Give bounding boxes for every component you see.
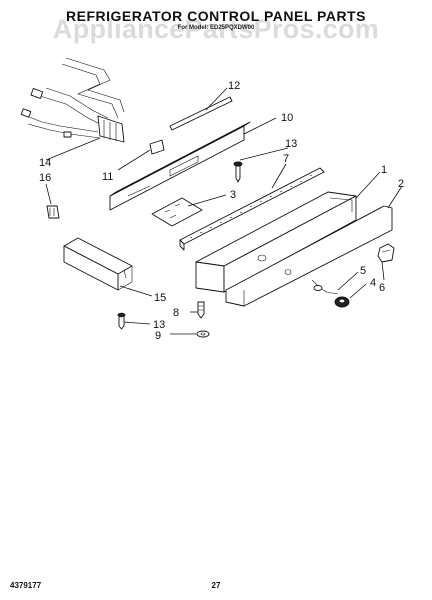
callout-15: 15 <box>154 292 166 304</box>
mounting-bracket-part-10 <box>109 117 277 211</box>
switch-strip-part-7 <box>179 163 325 251</box>
wire-harness-part-14 <box>20 57 125 161</box>
screw-part-8 <box>190 301 205 319</box>
callout-11: 11 <box>102 171 113 183</box>
watermark-text: AppliancePartsPros.com <box>52 14 380 44</box>
connector-part-16 <box>45 183 60 219</box>
callout-4: 4 <box>370 277 376 289</box>
control-housing-part-1 <box>195 171 381 293</box>
switch-cover-part-6 <box>377 243 395 281</box>
callout-7: 7 <box>283 153 289 165</box>
callout-10: 10 <box>281 112 293 124</box>
callout-9: 9 <box>155 330 161 342</box>
page-number: 27 <box>211 581 221 590</box>
callout-13-bottom: 13 <box>153 319 165 331</box>
connector-part-11 <box>117 139 165 171</box>
screw-part-13-top <box>233 147 289 183</box>
document-number: 4379177 <box>10 581 42 590</box>
screw-part-13-bottom <box>117 312 151 330</box>
callout-3: 3 <box>230 189 236 201</box>
callout-5: 5 <box>360 265 366 277</box>
diagram-title: REFRIGERATOR CONTROL PANEL PARTS <box>66 8 366 24</box>
callout-2: 2 <box>398 178 404 190</box>
callout-8: 8 <box>173 307 179 319</box>
circuit-board-part-3 <box>151 194 227 227</box>
rod-part-12 <box>169 87 233 131</box>
callout-14: 14 <box>39 157 51 169</box>
knob-part-4 <box>334 283 367 308</box>
wire-lead-part-5 <box>311 271 359 295</box>
callout-6: 6 <box>379 282 385 294</box>
panel-cover-part-2 <box>225 185 403 307</box>
washer-part-9 <box>170 330 210 338</box>
callout-16: 16 <box>39 172 51 184</box>
angle-bracket-part-15 <box>63 237 153 297</box>
callout-1: 1 <box>381 164 387 176</box>
callout-13-top: 13 <box>285 138 297 150</box>
diagram-subtitle: For Model: ED25PQXDW00 <box>177 25 255 31</box>
callout-12: 12 <box>228 80 240 92</box>
